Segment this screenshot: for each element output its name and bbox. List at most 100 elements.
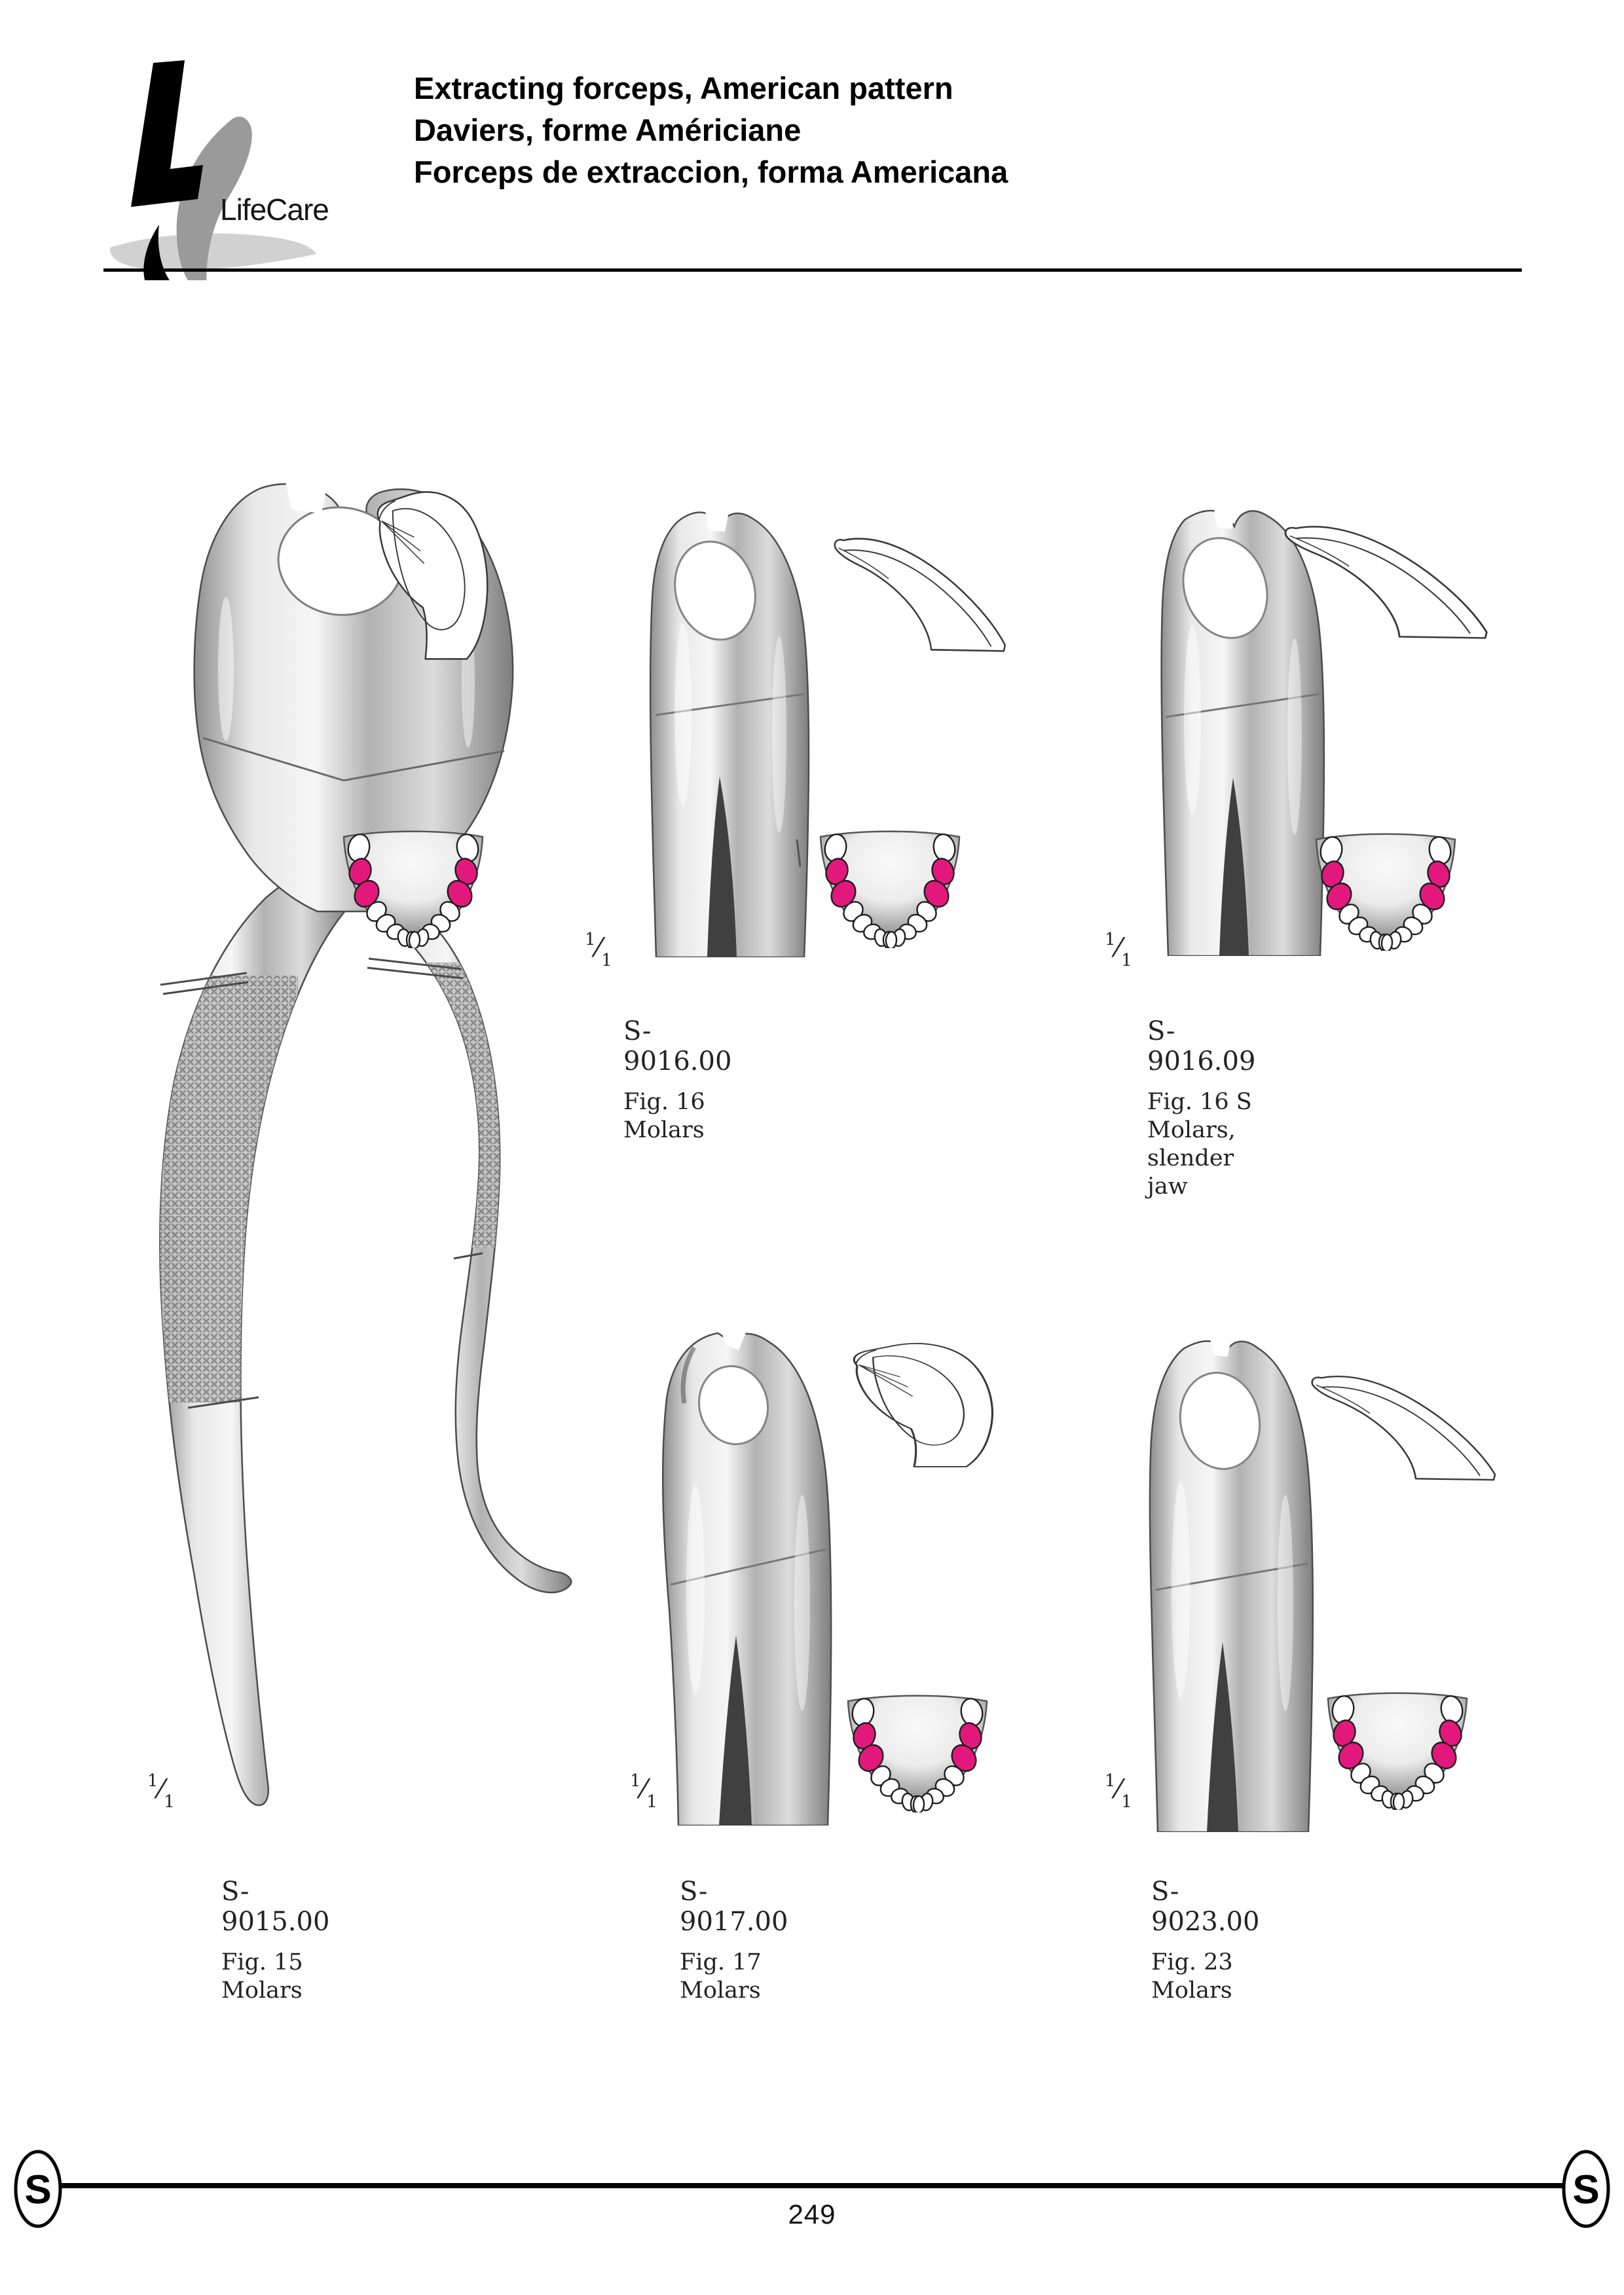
- footer-divider: [59, 2183, 1565, 2188]
- jaw-tip-outline-drawing: [830, 1337, 1020, 1471]
- product-code: S-9016.00: [623, 1016, 732, 1076]
- jaw-opening: [674, 540, 756, 641]
- scale-numerator: 1: [1105, 930, 1116, 949]
- jaw-tip-outline-drawing: [1303, 1357, 1513, 1486]
- lower-jaw-teeth-diagram: [1321, 1688, 1473, 1810]
- metal-highlight: [1184, 625, 1201, 815]
- shaft-split-shadow: [719, 1636, 752, 1826]
- beak-gap: [1212, 498, 1238, 529]
- title-spanish: Forceps de extraccion, forma Americana: [414, 155, 1008, 189]
- product-code: S-9015.00: [221, 1877, 330, 1937]
- metal-highlight: [772, 636, 786, 833]
- scale-slash: ⁄: [158, 1774, 164, 1805]
- product-labels: S-9016.09 Fig. 16 S Molars, slender jaw: [1147, 1016, 1255, 1201]
- forceps-photo: [649, 499, 810, 957]
- lower-jaw-teeth-diagram: [337, 826, 489, 948]
- jaw-tip-outline-drawing: [826, 517, 1022, 658]
- scale-numerator: 1: [630, 1771, 641, 1791]
- logo-shadow: [109, 233, 316, 270]
- beak-gap: [720, 1328, 748, 1350]
- scale-slash: ⁄: [1116, 1774, 1121, 1805]
- product-code: S-9017.00: [680, 1877, 788, 1937]
- shaft-split-shadow: [1219, 778, 1249, 956]
- product-description: Molars: [623, 1117, 705, 1143]
- product-description: Molars: [221, 1977, 303, 2004]
- section-tab-ellipse: [1562, 2150, 1610, 2228]
- product-figure: Fig. 16 S: [1147, 1089, 1252, 1115]
- scale-denominator: 1: [601, 951, 612, 970]
- product-description: Molars: [680, 1977, 761, 2004]
- title-french: Daviers, forme Américiane: [414, 113, 802, 147]
- beak-gap: [284, 473, 329, 513]
- logo-l-letter: [131, 60, 203, 207]
- logo-brand-text: LifeCare: [220, 193, 329, 227]
- forceps-photo: [159, 473, 572, 1807]
- header-divider: [103, 268, 1522, 272]
- hinge-seam: [202, 737, 505, 782]
- jaw-opening: [697, 1365, 769, 1446]
- beak-gap: [1208, 1328, 1233, 1357]
- scale-numerator: 1: [585, 930, 596, 949]
- product-labels: S-9023.00 Fig. 23 Molars: [1151, 1877, 1259, 2005]
- metal-highlight: [794, 1495, 810, 1711]
- scale-denominator: 1: [164, 1792, 175, 1812]
- scale-numerator: 1: [147, 1771, 158, 1791]
- left-handle-knurling: [160, 976, 298, 1403]
- product-labels: S-9016.00 Fig. 16 Molars: [623, 1016, 731, 1145]
- right-handle-knurling: [371, 963, 521, 1248]
- metal-highlight: [1172, 1482, 1190, 1698]
- scale-ratio: 1⁄1: [630, 1771, 689, 1812]
- scale-denominator: 1: [1121, 951, 1132, 970]
- product-figure: Fig. 17: [680, 1949, 762, 1975]
- jaw-tip-outline-drawing: [1276, 505, 1506, 645]
- metal-highlight: [674, 623, 692, 807]
- product-labels: S-9015.00 Fig. 15 Molars: [221, 1877, 329, 2005]
- scale-denominator: 1: [646, 1792, 657, 1812]
- product-figure: Fig. 15: [221, 1949, 303, 1975]
- lower-jaw-teeth-diagram: [1310, 829, 1462, 951]
- title-english: Extracting forceps, American pattern: [414, 71, 953, 105]
- section-letter: S: [1572, 2167, 1599, 2212]
- product-description: Molars: [1151, 1977, 1232, 2004]
- forceps-photo: [1160, 498, 1325, 956]
- page-title: Extracting forceps, American pattern Dav…: [414, 67, 1008, 193]
- scale-ratio: 1⁄1: [585, 930, 644, 970]
- scale-slash: ⁄: [641, 1774, 646, 1805]
- product-code: S-9016.09: [1147, 1016, 1256, 1076]
- lower-jaw-teeth-diagram: [814, 826, 966, 948]
- product-figure: Fig. 23: [1151, 1949, 1233, 1975]
- metal-highlight: [1278, 1495, 1293, 1711]
- scale-ratio: 1⁄1: [1105, 930, 1164, 970]
- section-tab-right: S: [1562, 2150, 1610, 2228]
- forceps-photo: [661, 1328, 832, 1826]
- handle-collar-line: [160, 972, 249, 995]
- metal-highlight: [1287, 638, 1302, 835]
- handle-collar-line: [187, 1396, 259, 1409]
- page-number: 249: [788, 2199, 836, 2230]
- logo-c-swoosh: [176, 117, 252, 280]
- forceps-jaws-head: [661, 1332, 832, 1826]
- jaw-opening: [1182, 537, 1268, 639]
- product-description: Molars, slender jaw: [1147, 1117, 1236, 1200]
- metal-highlight: [686, 1485, 705, 1695]
- slot-line: [796, 839, 802, 868]
- logo-c-hook: [143, 225, 170, 280]
- section-tab-ellipse: [14, 2150, 62, 2228]
- metal-highlight: [218, 597, 234, 741]
- product-code: S-9023.00: [1151, 1877, 1260, 1937]
- product-figure: Fig. 16: [623, 1089, 705, 1115]
- jaw-tip-outline-drawing: [359, 483, 509, 665]
- section-letter: S: [24, 2167, 51, 2212]
- scale-numerator: 1: [1105, 1771, 1116, 1791]
- lifecare-logo: LifeCare: [109, 60, 329, 280]
- forceps-jaws-head: [1149, 1340, 1314, 1832]
- scale-denominator: 1: [1121, 1792, 1132, 1812]
- handle-collar-line: [453, 1252, 483, 1260]
- beak-shadow: [680, 1346, 697, 1404]
- scale-slash: ⁄: [1116, 933, 1121, 963]
- product-labels: S-9017.00 Fig. 17 Molars: [680, 1877, 788, 2005]
- scale-ratio: 1⁄1: [147, 1771, 206, 1812]
- jaw-opening: [1179, 1372, 1261, 1470]
- shaft-split-shadow: [1207, 1642, 1238, 1832]
